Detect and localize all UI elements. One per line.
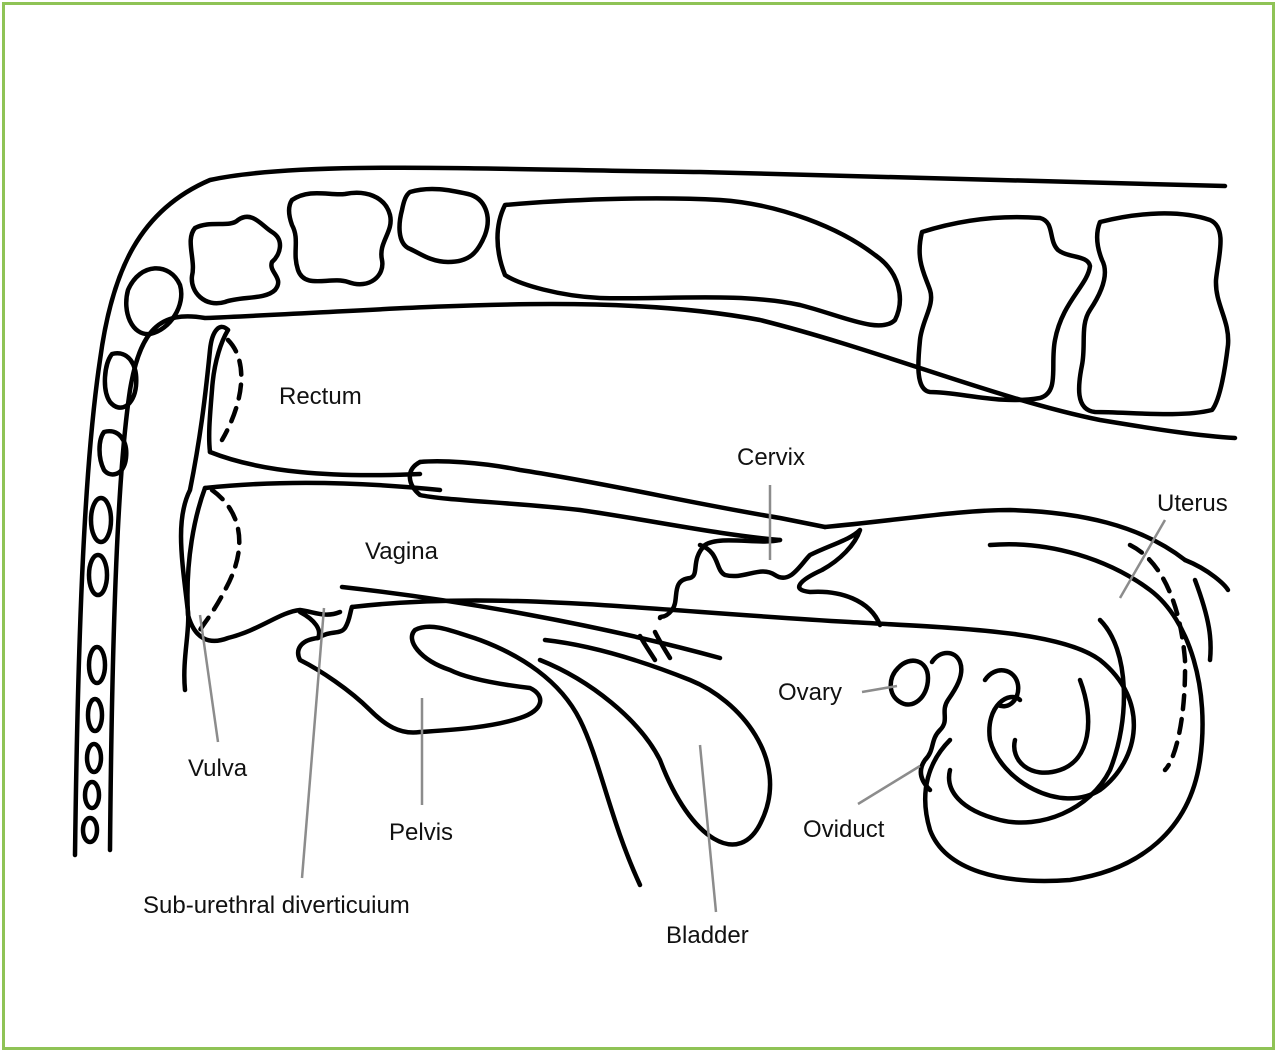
tail-vertebrae [83, 268, 181, 842]
bladder-shape [540, 640, 770, 844]
label-sub-urethral-diverticulum: Sub-urethral diverticuium [143, 892, 410, 919]
urethra-lines [342, 587, 1134, 798]
vertebrae [191, 189, 1229, 414]
ovary-shape [891, 653, 1018, 790]
label-bladder: Bladder [666, 922, 749, 949]
label-pelvis: Pelvis [389, 819, 453, 846]
rectum-shape [181, 327, 420, 690]
vagina-shape [187, 461, 1185, 641]
uterus-shape [925, 544, 1228, 881]
label-oviduct: Oviduct [803, 816, 885, 843]
label-rectum: Rectum [279, 383, 362, 410]
label-ovary: Ovary [778, 679, 842, 706]
label-cervix: Cervix [737, 444, 805, 471]
label-vagina: Vagina [365, 538, 439, 565]
label-vulva: Vulva [188, 755, 248, 782]
label-uterus: Uterus [1157, 490, 1228, 517]
